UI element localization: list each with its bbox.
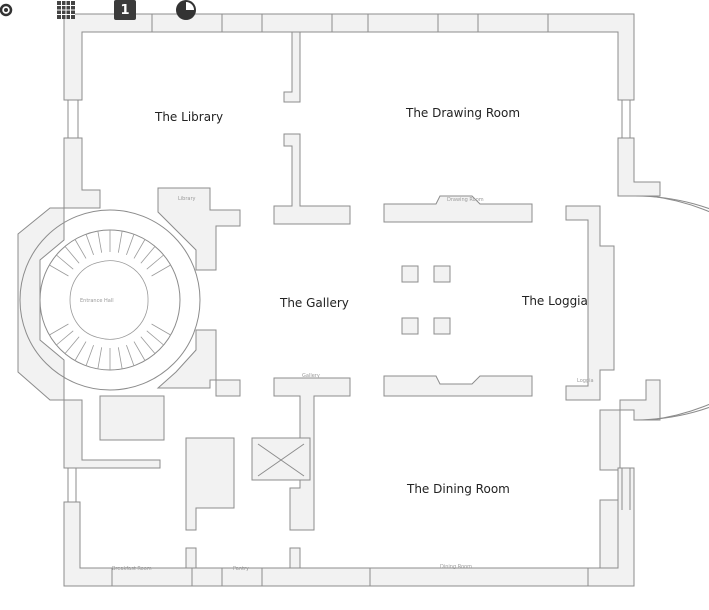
stair-tread [126, 344, 135, 366]
small-label-library: Library [178, 196, 196, 202]
stair-tread [64, 246, 80, 264]
stair-tread [56, 330, 74, 346]
stair-tread [117, 230, 123, 253]
stair-tread [74, 341, 87, 361]
room-label-gallery[interactable]: The Gallery [280, 296, 349, 310]
stair-tread [151, 323, 171, 336]
stair-tread [133, 239, 146, 259]
rotunda-walls [17, 187, 241, 401]
room-label-dining-room[interactable]: The Dining Room [407, 482, 510, 496]
stair-tread [146, 330, 164, 346]
settings-button[interactable] [0, 0, 18, 22]
stair-tread [49, 264, 69, 277]
map-toolbar: 1 [0, 0, 220, 22]
small-label-breakfast-room: Breakfast Room [112, 566, 152, 572]
stair-tread [146, 254, 164, 270]
stair-tread [117, 347, 123, 370]
pie-chart-icon [176, 0, 196, 20]
grid-button[interactable] [55, 0, 77, 20]
view-button[interactable] [174, 0, 198, 22]
small-label-drawing-room: Drawing Room [447, 197, 484, 203]
stair-tread [140, 246, 156, 264]
stair-tread [97, 230, 103, 253]
stair-tread [56, 254, 74, 270]
stair-tread [64, 336, 80, 354]
grid-icon [57, 1, 75, 19]
gallery-walls [273, 31, 709, 531]
room-label-drawing-room[interactable]: The Drawing Room [406, 106, 521, 120]
small-label-dining-room: Dining Room [440, 564, 472, 570]
service-walls [185, 437, 619, 569]
spiral-stairs [49, 230, 171, 441]
small-label-pantry: Pantry [233, 566, 249, 572]
stair-tread [97, 347, 103, 370]
stair-tread [85, 234, 94, 256]
stair-tread [85, 344, 94, 366]
room-label-loggia[interactable]: The Loggia [522, 294, 588, 308]
stair-tread [74, 239, 87, 259]
gear-icon [0, 3, 13, 17]
stair-tread [133, 341, 146, 361]
room-label-library[interactable]: The Library [155, 110, 224, 124]
stair-tread [126, 234, 135, 256]
stair-tread [140, 336, 156, 354]
small-label-entrance-hall: Entrance Hall [80, 298, 114, 304]
outer-walls [63, 13, 661, 587]
small-label-gallery: Gallery [302, 373, 320, 379]
stair-tread [151, 264, 171, 277]
level-button[interactable]: 1 [114, 0, 136, 20]
stair-tread [49, 323, 69, 336]
small-label-loggia: Loggia [577, 378, 594, 384]
